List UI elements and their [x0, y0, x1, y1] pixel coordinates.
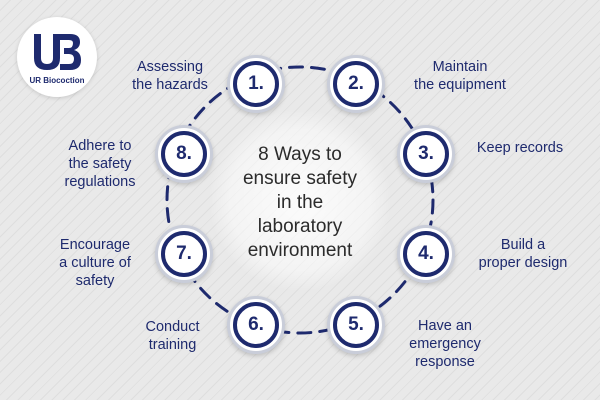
center-title-line: in the	[276, 192, 324, 213]
center-title-line: ensure safety	[242, 168, 358, 189]
step-number: 6.	[248, 314, 264, 335]
center-title-line: 8 Ways to	[258, 144, 342, 165]
step-node-7: 7.	[155, 225, 213, 283]
step-node-5: 5.	[327, 296, 385, 354]
step-node-ring: 6.	[233, 302, 279, 348]
step-node-4: 4.	[397, 225, 455, 283]
step-label-line: response	[415, 354, 475, 370]
step-label-3: Keep records	[465, 139, 575, 157]
step-node-ring: 4.	[403, 231, 449, 277]
step-label-line: Have an	[417, 318, 472, 334]
step-label-1: Assessing the hazards	[115, 58, 225, 94]
step-label-line: the equipment	[414, 77, 506, 93]
step-node-8: 8.	[155, 125, 213, 183]
step-label-line: safety	[75, 273, 115, 289]
step-number: 7.	[176, 243, 192, 264]
step-node-ring: 5.	[333, 302, 379, 348]
step-node-ring: 8.	[161, 131, 207, 177]
step-label-line: Adhere to	[68, 138, 132, 154]
step-number: 4.	[418, 243, 434, 264]
step-label-line: emergency	[409, 336, 481, 352]
step-label-line: Keep records	[476, 140, 564, 156]
step-label-line: the safety	[68, 156, 132, 172]
step-label-line: Conduct	[145, 319, 200, 335]
step-number: 1.	[248, 73, 264, 94]
center-glow	[210, 110, 390, 290]
step-node-ring: 2.	[333, 61, 379, 107]
step-number: 5.	[348, 314, 364, 335]
step-label-line: the hazards	[132, 77, 208, 93]
step-label-line: Build a	[500, 237, 546, 253]
step-node-ring: 7.	[161, 231, 207, 277]
step-node-3: 3.	[397, 125, 455, 183]
step-label-line: proper design	[478, 255, 568, 271]
brand-name: UR Biocoction	[29, 75, 85, 85]
step-node-ring: 3.	[403, 131, 449, 177]
step-number: 3.	[418, 143, 434, 164]
brand-logo: UR Biocoction	[17, 17, 97, 97]
step-number: 2.	[348, 73, 364, 94]
step-label-line: a culture of	[59, 255, 131, 271]
step-label-line: training	[148, 337, 197, 353]
step-label-2: Maintain the equipment	[395, 58, 525, 94]
center-title: 8 Ways to ensure safety in the laborator…	[220, 143, 380, 263]
step-node-ring: 1.	[233, 61, 279, 107]
step-node-6: 6.	[227, 296, 285, 354]
step-node-2: 2.	[327, 55, 385, 113]
step-label-4: Build a proper design	[463, 236, 583, 272]
step-label-line: regulations	[64, 174, 136, 190]
step-label-6: Conduct training	[125, 318, 220, 354]
step-label-line: Assessing	[136, 59, 204, 75]
step-label-7: Encourage a culture of safety	[40, 236, 150, 290]
step-label-5: Have an emergency response	[395, 317, 495, 371]
center-title-line: laboratory	[257, 216, 343, 237]
step-label-line: Encourage	[59, 237, 131, 253]
step-number: 8.	[176, 143, 192, 164]
center-title-line: environment	[247, 240, 353, 261]
step-label-8: Adhere to the safety regulations	[50, 137, 150, 191]
step-node-1: 1.	[227, 55, 285, 113]
ub-logo-icon	[34, 33, 81, 70]
step-label-line: Maintain	[432, 59, 488, 75]
